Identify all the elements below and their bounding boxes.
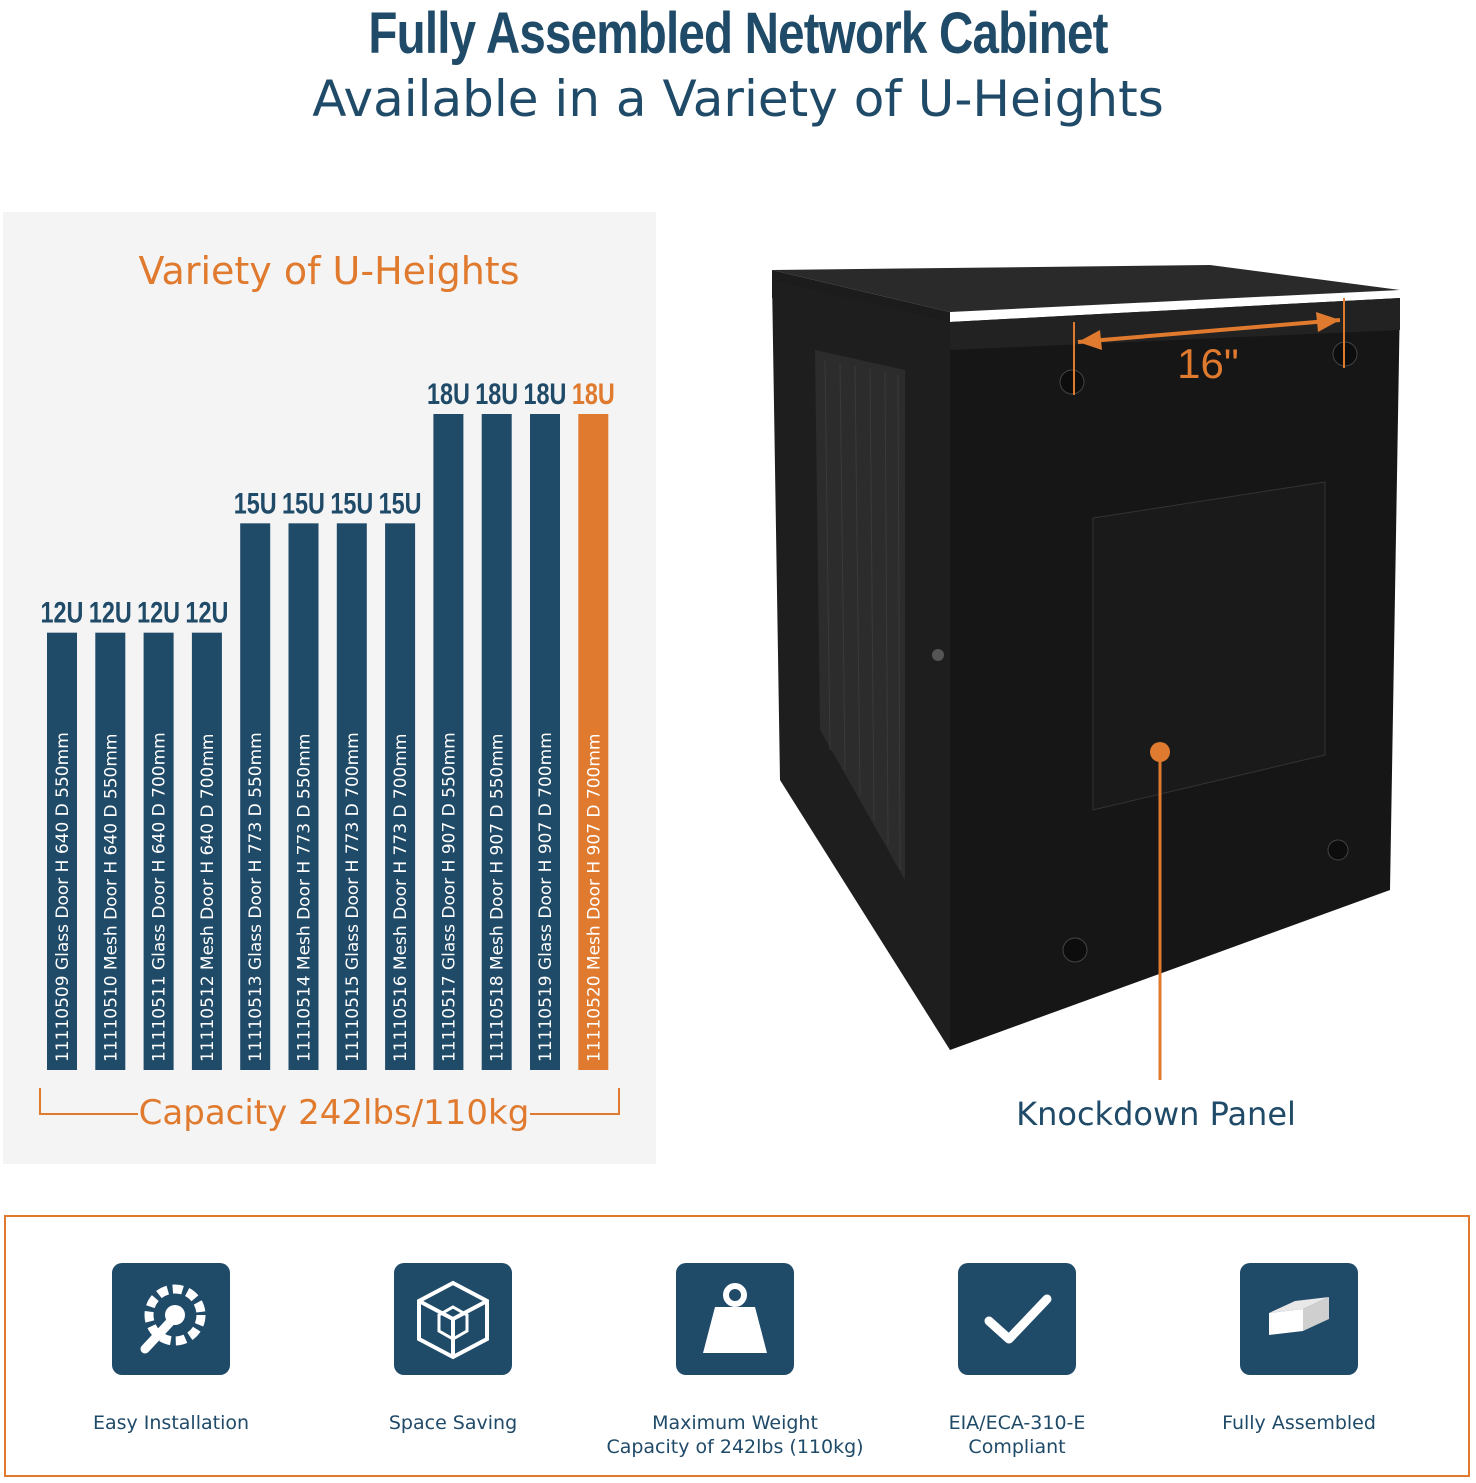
bar-category-label: 11110515 Glass Door H 773 D 700mm (343, 732, 363, 1062)
feature-label: Easy Installation (92, 1412, 250, 1434)
page-subtitle: Available in a Variety of U-Heights (312, 70, 1164, 128)
feature-fully-assembled: Fully Assembled (1164, 1263, 1434, 1435)
bar-category-label: 11110517 Glass Door H 907 D 550mm (439, 732, 459, 1062)
cabinet-product-image: 16" Knockdown Panel (760, 250, 1420, 1150)
bar-category-label: 11110514 Mesh Door H 773 D 550mm (295, 734, 315, 1062)
bar (288, 523, 319, 1070)
knockdown-panel-label: Knockdown Panel (1016, 1095, 1296, 1133)
bar-value-label: 15U (330, 487, 373, 520)
bar-category-label: 11110513 Glass Door H 773 D 550mm (246, 732, 266, 1062)
bar-value-label: 12U (41, 596, 84, 629)
bar (530, 414, 560, 1070)
capacity-label: Capacity 242lbs/110kg (139, 1093, 530, 1133)
feature-label: Space Saving (388, 1412, 518, 1434)
chart-title: Variety of U-Heights (138, 249, 519, 293)
feature-label: Fully Assembled (1222, 1412, 1376, 1434)
bar-value-label: 12U (185, 596, 228, 629)
bar-category-label: 11110512 Mesh Door H 640 D 700mm (198, 734, 218, 1062)
bar-category-label: 11110516 Mesh Door H 773 D 700mm (391, 734, 411, 1062)
bar (336, 523, 367, 1070)
bar (191, 632, 222, 1070)
bar (385, 523, 416, 1070)
bar-value-label: 12U (137, 596, 180, 629)
u-heights-chart-panel: Variety of U-Heights 12U 11110509 Glass Do… (3, 212, 656, 1164)
bar-category-label: 11110519 Glass Door H 907 D 700mm (536, 732, 556, 1062)
capacity-bracket-right (530, 1088, 620, 1115)
feature-easy-installation: Easy Installation (36, 1263, 306, 1435)
bar (578, 414, 609, 1070)
weight-icon (676, 1263, 794, 1375)
cabinet-illustration: 16" Knockdown Panel (772, 265, 1400, 1133)
bar-value-label: 15U (379, 487, 422, 520)
gear-wrench-icon (112, 1263, 230, 1375)
bar-category-label: 11110518 Mesh Door H 907 D 550mm (488, 734, 508, 1062)
block-icon (1240, 1263, 1358, 1375)
bar-category-label: 11110510 Mesh Door H 640 D 550mm (101, 734, 121, 1062)
bar-value-label: 15U (282, 487, 325, 520)
bar-category-label: 11110509 Glass Door H 640 D 550mm (53, 732, 73, 1062)
page-title: Fully Assembled Network Cabinet (368, 1, 1108, 66)
bar-value-label: 18U (427, 377, 470, 410)
bar-value-label: 12U (89, 596, 132, 629)
checkmark-icon (958, 1263, 1076, 1375)
bar-category-label: 11110511 Glass Door H 640 D 700mm (150, 732, 170, 1062)
cube-icon (394, 1263, 512, 1375)
capacity-bracket-left (39, 1088, 138, 1115)
bar (240, 523, 271, 1070)
bar (95, 632, 126, 1070)
features-bar: Easy Installation Space Saving Maximum W… (4, 1215, 1470, 1477)
feature-space-saving: Space Saving (318, 1263, 588, 1435)
bar (143, 632, 174, 1070)
bar-category-label: 11110520 Mesh Door H 907 D 700mm (584, 734, 604, 1062)
bar-value-label: 18U (475, 377, 518, 410)
bar-value-label: 18U (572, 377, 615, 410)
bar (481, 414, 512, 1070)
u-heights-chart: Variety of U-Heights 12U 11110509 Glass Do… (39, 249, 620, 1133)
bar (47, 632, 77, 1070)
bar (433, 414, 464, 1070)
bar-value-label: 18U (524, 377, 567, 410)
bar-value-label: 15U (234, 487, 277, 520)
dimension-label: 16" (1177, 340, 1239, 387)
